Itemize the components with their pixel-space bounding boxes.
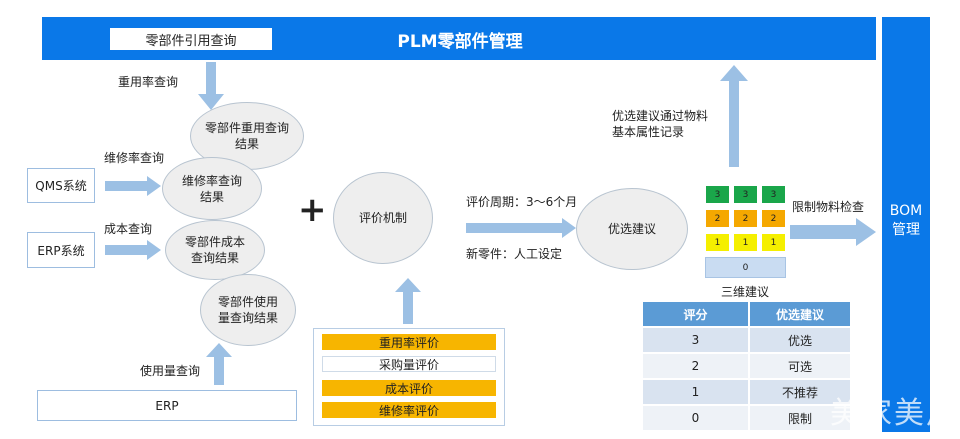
bom-label: BOM bbox=[889, 203, 923, 219]
cost-result-ellipse: 零部件成本查询结果 bbox=[165, 220, 265, 280]
repair-result-ellipse: 维修率查询结果 bbox=[162, 157, 262, 220]
watermark: 美家美户 bbox=[830, 396, 958, 431]
score-cell: 3 bbox=[643, 327, 750, 354]
restrict-check-label: 限制物料检查 bbox=[792, 200, 865, 214]
preferred-suggestion-ellipse: 优选建议 bbox=[576, 188, 688, 270]
repair-query-label: 维修率查询 bbox=[104, 151, 165, 165]
three-dim-label: 三维建议 bbox=[721, 285, 770, 299]
arrow-up-icon bbox=[206, 343, 232, 385]
usage-result-ellipse: 零部件使用量查询结果 bbox=[200, 274, 296, 346]
suggestion-cell: 不推荐 bbox=[749, 379, 852, 406]
part-reference-query-box: 零部件引用查询 bbox=[110, 28, 272, 50]
grid-cell: 2 bbox=[761, 209, 786, 228]
grid-cell: 2 bbox=[733, 209, 758, 228]
cost-query-label: 成本查询 bbox=[104, 222, 153, 236]
plus-icon: + bbox=[298, 190, 327, 230]
table-header-suggestion: 优选建议 bbox=[749, 302, 852, 328]
page-title: PLM零部件管理 bbox=[397, 32, 523, 52]
evaluation-item: 成本评价 bbox=[322, 380, 496, 396]
grid-cell: 1 bbox=[761, 233, 786, 252]
suggestion-cell: 可选 bbox=[749, 353, 852, 380]
score-cell: 2 bbox=[643, 353, 750, 380]
arrow-down-icon bbox=[198, 62, 224, 110]
arrow-up-icon bbox=[395, 278, 421, 324]
evaluation-item: 采购量评价 bbox=[322, 356, 496, 372]
grid-cell: 1 bbox=[733, 233, 758, 252]
score-cell: 1 bbox=[643, 379, 750, 406]
arrow-right-icon bbox=[105, 176, 161, 196]
eval-mechanism-ellipse: 评价机制 bbox=[333, 172, 433, 264]
evaluation-item: 维修率评价 bbox=[322, 402, 496, 418]
arrow-up-icon bbox=[720, 65, 748, 167]
erp-system-box: ERP系统 bbox=[27, 232, 95, 268]
grid-cell: 2 bbox=[705, 209, 730, 228]
table-header-score: 评分 bbox=[643, 302, 750, 328]
new-part-label: 新零件：人工设定 bbox=[466, 247, 563, 261]
bom-management-label: 管理 bbox=[892, 222, 920, 238]
grid-cell: 3 bbox=[733, 185, 758, 204]
reuse-query-label: 重用率查询 bbox=[118, 75, 179, 89]
qms-system-box: QMS系统 bbox=[27, 168, 95, 203]
grid-cell: 3 bbox=[705, 185, 730, 204]
erp-bottom-box: ERP bbox=[37, 390, 297, 421]
suggestion-cell: 限制 bbox=[749, 405, 852, 432]
grid-cell: 3 bbox=[761, 185, 786, 204]
evaluation-list: 重用率评价 采购量评价 成本评价 维修率评价 bbox=[313, 328, 505, 426]
score-cell: 0 bbox=[643, 405, 750, 432]
arrow-right-icon bbox=[105, 240, 161, 260]
evaluation-item: 重用率评价 bbox=[322, 334, 496, 350]
eval-cycle-label: 评价周期：3～6个月 bbox=[466, 195, 578, 209]
grid-cell-zero: 0 bbox=[705, 257, 786, 278]
arrow-right-icon bbox=[466, 218, 576, 238]
suggestion-cell: 优选 bbox=[749, 327, 852, 354]
arrow-right-icon bbox=[790, 218, 876, 246]
record-label: 优选建议通过物料基本属性记录 bbox=[612, 109, 709, 139]
bom-management-bar: BOM 管理 bbox=[882, 17, 930, 432]
usage-query-label: 使用量查询 bbox=[140, 364, 201, 378]
grid-cell: 1 bbox=[705, 233, 730, 252]
